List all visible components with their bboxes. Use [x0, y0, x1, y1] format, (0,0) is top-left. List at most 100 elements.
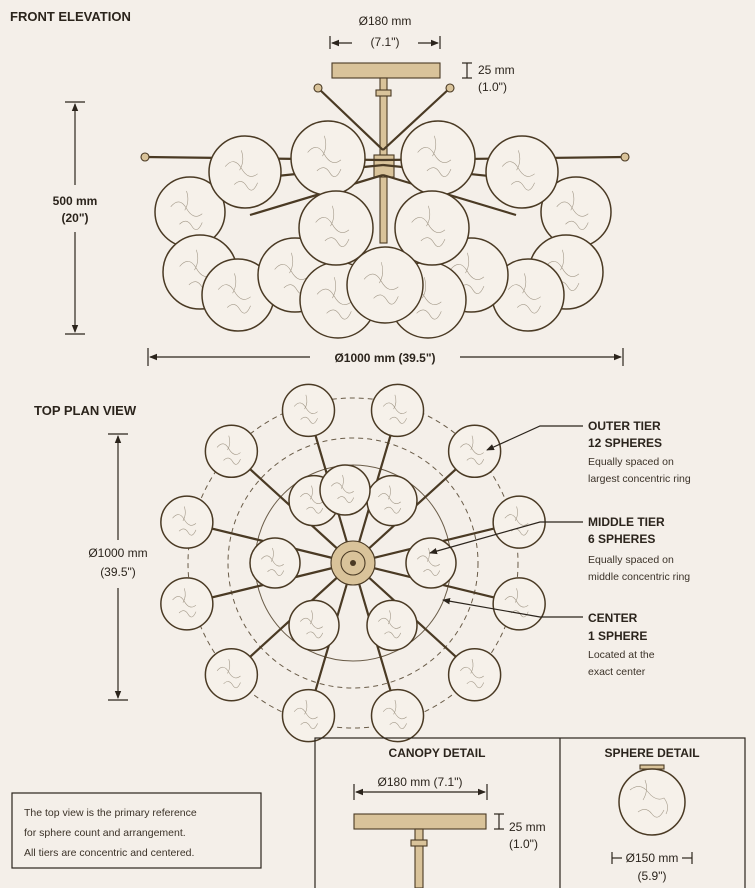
top-plan-view: TOP PLAN VIEW Ø1000 mm (39.5") OUTER TIE…: [34, 383, 691, 743]
height-dimension: 500 mm (20"): [53, 101, 98, 335]
outer-sphere-9-veins: [172, 588, 197, 618]
callout-middle-tier: MIDDLE TIER 6 SPHERES Equally spaced on …: [588, 515, 690, 583]
canopy-detail-thickness-in: (1.0"): [509, 837, 538, 851]
front-spheres: [154, 120, 612, 339]
front-sphere-2: [540, 176, 612, 248]
middle-sphere-2-veins: [417, 547, 441, 576]
outer-tier-leader: [486, 425, 583, 451]
front-sphere-8-veins: [417, 135, 452, 177]
canopy-width-inch-label: (7.1"): [371, 35, 400, 49]
detail-box: [314, 737, 746, 888]
note-line-2: for sphere count and arrangement.: [24, 827, 186, 839]
front-sphere-5-veins: [224, 150, 258, 191]
front-sphere-13-veins: [316, 277, 352, 320]
middle-tier-leader: [429, 521, 583, 555]
outer-sphere-2: [447, 424, 502, 479]
center-top-sphere-globe: [319, 464, 371, 516]
middle-sphere-4-globe: [288, 599, 340, 652]
front-sphere-10-veins: [507, 273, 541, 314]
canopy-detail-collar: [410, 839, 428, 847]
callout-center-desc2: exact center: [588, 666, 646, 678]
middle-sphere-5-globe: [249, 537, 301, 589]
front-sphere-16-globe: [394, 190, 470, 266]
front-arm-6: [382, 87, 451, 151]
outer-sphere-6-veins: [382, 699, 407, 729]
front-sphere-12-veins: [450, 252, 485, 294]
middle-sphere-4-veins: [300, 610, 324, 639]
outer-sphere-6-globe: [370, 688, 425, 743]
canopy-detail-thickness: 25 mm: [509, 820, 546, 834]
outer-sphere-2-veins: [460, 435, 484, 465]
center-top-sphere: [319, 464, 371, 516]
callout-outer-desc1: Equally spaced on: [588, 456, 674, 468]
canopy-detail-dim: Ø180 mm (7.1"): [378, 775, 463, 789]
front-arm-tip-1: [140, 152, 150, 162]
outer-sphere-10-veins: [172, 506, 197, 536]
note-frame: [11, 792, 262, 869]
callout-middle-desc1: Equally spaced on: [588, 554, 674, 566]
canopy-detail-stem: [414, 828, 424, 888]
middle-sphere-3-globe: [366, 599, 418, 652]
outer-sphere-9: [160, 577, 214, 631]
callout-outer-tier: OUTER TIER 12 SPHERES Equally spaced on …: [588, 419, 691, 485]
note-line-3: All tiers are concentric and centered.: [24, 847, 194, 859]
outer-sphere-4: [492, 577, 546, 631]
outer-sphere-5: [447, 647, 502, 702]
sphere-detail-dim: Ø150 mm: [626, 851, 679, 865]
center-top-sphere-veins: [331, 474, 355, 503]
middle-sphere-5-veins: [261, 547, 285, 576]
height-label: 500 mm: [53, 194, 98, 208]
canopy-detail: CANOPY DETAIL Ø180 mm (7.1") 25 mm (1.0"…: [353, 746, 546, 888]
middle-sphere-3: [366, 599, 418, 652]
outer-sphere-5-veins: [460, 659, 484, 689]
front-sphere-8: [400, 120, 476, 196]
front-sphere-16: [394, 190, 470, 266]
middle-sphere-2-globe: [405, 537, 457, 589]
front-arm-7: [249, 173, 384, 217]
front-sphere-15-veins: [315, 205, 350, 247]
callout-outer-title: OUTER TIER: [588, 419, 661, 433]
front-sphere-9-veins: [217, 273, 251, 314]
callout-middle-title: MIDDLE TIER: [588, 515, 665, 529]
middle-sphere-1-globe: [366, 474, 418, 527]
width-dimension: Ø1000 mm (39.5"): [147, 348, 624, 366]
front-sphere-17-globe: [346, 246, 424, 324]
middle-sphere-5: [249, 537, 301, 589]
sphere-detail-dim-in: (5.9"): [638, 869, 667, 883]
front-sphere-17-veins: [363, 262, 399, 305]
front-arm-tip-2: [620, 152, 630, 162]
outer-ring: [187, 397, 519, 729]
plan-diameter-label: Ø1000 mm: [88, 546, 147, 560]
outer-sphere-12-veins: [293, 394, 318, 424]
note-line-1: The top view is the primary reference: [24, 807, 197, 819]
middle-sphere-2: [405, 537, 457, 589]
outer-sphere-4-veins: [504, 588, 529, 618]
front-sphere-6-globe: [485, 135, 559, 209]
sphere-detail-globe: [618, 768, 686, 836]
sphere-detail-title: SPHERE DETAIL: [604, 746, 699, 760]
front-sphere-8-globe: [400, 120, 476, 196]
canopy-detail-plate: [353, 813, 487, 830]
front-sphere-1-veins: [170, 190, 203, 230]
front-sphere-7: [290, 120, 366, 196]
outer-sphere-11-veins: [216, 435, 241, 465]
front-sphere-2-veins: [556, 190, 589, 230]
plan-diameter-inch-label: (39.5"): [100, 565, 136, 579]
canopy-width-dimension: Ø180 mm (7.1"): [329, 14, 441, 49]
middle-sphere-1-veins: [378, 485, 402, 514]
outer-sphere-4-globe: [492, 577, 546, 631]
height-inch-label: (20"): [61, 211, 88, 225]
callout-middle-desc2: middle concentric ring: [588, 571, 690, 583]
front-sphere-15-globe: [298, 190, 374, 266]
front-sphere-15: [298, 190, 374, 266]
outer-sphere-7: [281, 688, 336, 743]
front-arm-tip-3: [313, 83, 323, 93]
front-elevation-title: FRONT ELEVATION: [10, 9, 131, 24]
front-sphere-6: [485, 135, 559, 209]
outer-sphere-6: [370, 688, 425, 743]
front-sphere-7-globe: [290, 120, 366, 196]
sphere-detail: SPHERE DETAIL Ø150 mm (5.9"): [604, 746, 699, 883]
outer-sphere-2-globe: [447, 424, 502, 479]
front-elevation: FRONT ELEVATION Ø180 mm (7.1") 25 mm (1.…: [10, 9, 630, 366]
front-sphere-7-veins: [307, 135, 342, 177]
